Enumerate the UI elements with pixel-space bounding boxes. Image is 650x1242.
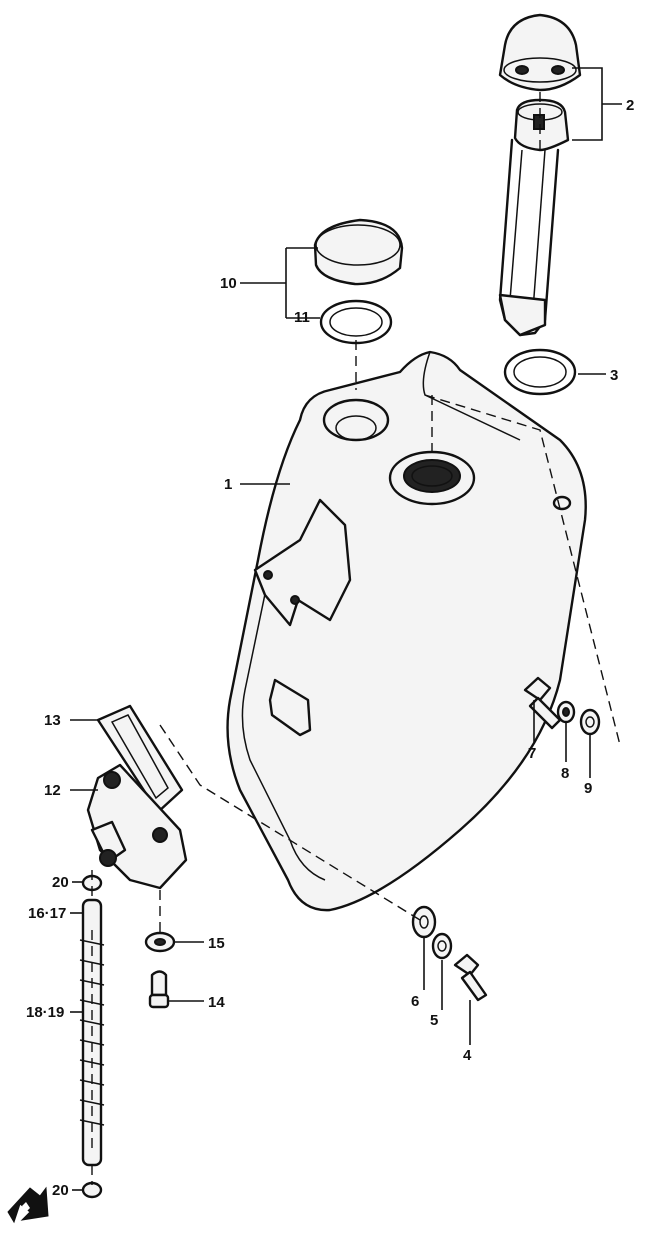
label-part-3: 3 (610, 367, 618, 384)
label-part-10: 10 (220, 275, 237, 292)
label-part-4: 4 (463, 1047, 472, 1064)
label-part-7: 7 (528, 745, 536, 762)
label-part-20-bottom: 20 (52, 1182, 69, 1199)
fuel-gauge-sender-unit (498, 13, 582, 337)
screw-14 (148, 970, 170, 1009)
label-part-6: 6 (411, 993, 419, 1010)
washer-9 (579, 708, 601, 736)
cushion-15 (144, 931, 176, 953)
hose-clip-bottom (81, 1181, 103, 1199)
fuel-tank (226, 350, 587, 912)
label-part-18-19: 18·19 (26, 1004, 64, 1021)
label-part-2: 2 (626, 97, 634, 114)
washer-8 (556, 700, 576, 724)
label-part-5: 5 (430, 1012, 438, 1029)
label-part-11: 11 (294, 309, 310, 326)
bolt-4 (453, 953, 488, 1002)
tank-cap (313, 218, 404, 286)
label-part-8: 8 (561, 765, 569, 782)
part-number-labels: 2 10 11 3 1 7 8 9 13 12 20 16·17 15 14 1… (26, 97, 634, 1199)
cushion-6 (411, 905, 437, 939)
label-part-1: 1 (224, 476, 232, 493)
mounting-bolt-7 (523, 676, 562, 730)
label-part-13: 13 (44, 712, 61, 729)
label-part-14: 14 (208, 994, 225, 1011)
washer-5 (431, 932, 453, 960)
fuel-cock-gasket-13 (96, 704, 184, 814)
label-part-12: 12 (44, 782, 61, 799)
assembly-guide-lines (91, 88, 621, 1185)
label-part-16-17: 16·17 (28, 905, 66, 922)
fuel-hose (79, 898, 105, 1167)
front-direction-arrow-icon (7, 1186, 49, 1224)
cap-gasket (319, 299, 393, 345)
sender-gasket (503, 348, 577, 396)
fuel-cock-12 (86, 763, 188, 890)
label-part-15: 15 (208, 935, 225, 952)
label-part-9: 9 (584, 780, 592, 797)
leader-lines (70, 67, 622, 1191)
label-part-20-top: 20 (52, 874, 69, 891)
